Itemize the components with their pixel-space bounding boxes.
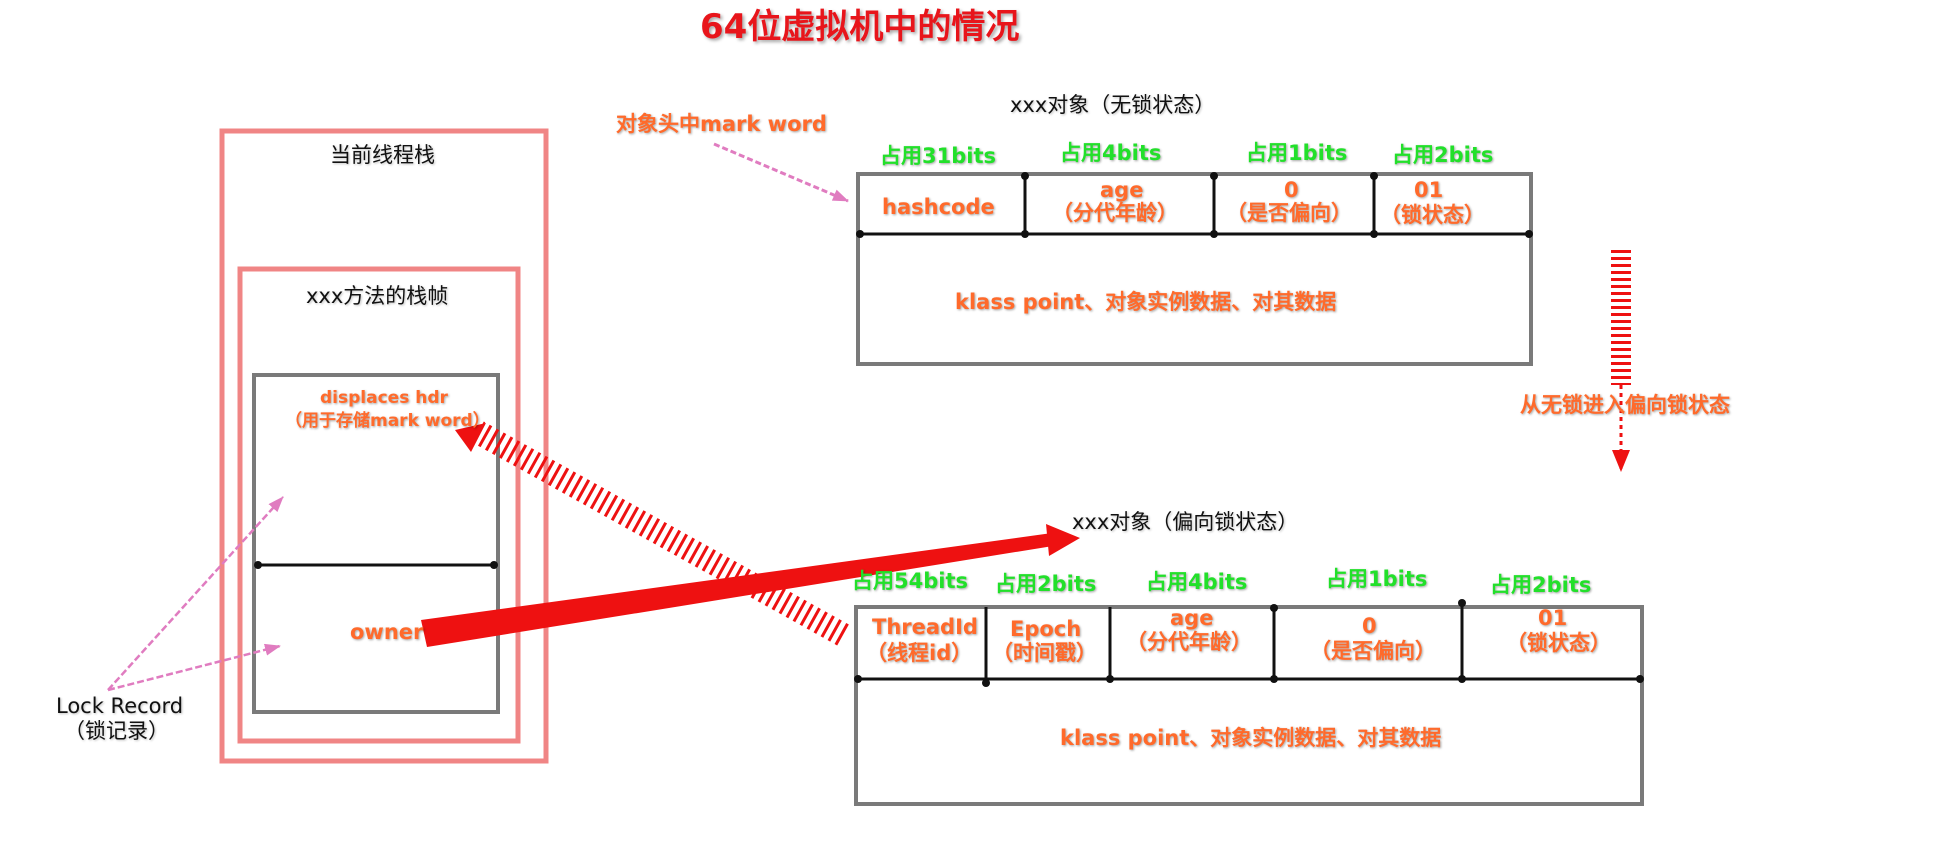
lock-record-arrow [107, 496, 284, 691]
field-dot [1210, 172, 1218, 180]
mark-word-pointer-label: 对象头中mark word [616, 112, 827, 136]
biased-size-threadid: 占用54bits [852, 569, 968, 593]
stack-frame-box [237, 266, 521, 744]
unlocked-size-age: 占用4bits [1060, 141, 1162, 165]
lock-record-note: （锁记录） [64, 719, 169, 743]
field-dot [854, 675, 862, 683]
field-dot [1370, 172, 1378, 180]
divider-dot [254, 561, 262, 569]
unlocked-size-hashcode: 占用31bits [880, 144, 996, 168]
biased-field-lock-note: （锁状态） [1506, 631, 1611, 655]
divider-dot [490, 561, 498, 569]
lock-record-box [252, 373, 500, 714]
field-dot [1370, 230, 1378, 238]
unlocked-object-box [856, 172, 1533, 366]
field-dot [982, 679, 990, 687]
field-dot [1106, 675, 1114, 683]
unlocked-field-biased-note: （是否偏向） [1226, 201, 1352, 225]
field-dot [1021, 172, 1029, 180]
unlocked-object-body: klass point、对象实例数据、对其数据 [955, 290, 1337, 314]
unlocked-field-lock-note: （锁状态） [1380, 203, 1485, 227]
biased-field-epoch: Epoch [1010, 617, 1082, 641]
thread-stack-label: 当前线程栈 [330, 143, 435, 167]
biased-size-epoch: 占用2bits [995, 572, 1097, 596]
unlocked-size-biased: 占用1bits [1246, 141, 1348, 165]
biased-field-age-note: （分代年龄） [1126, 630, 1252, 654]
biased-field-threadid-note: （线程id） [866, 641, 973, 665]
unlocked-size-lock: 占用2bits [1392, 143, 1494, 167]
mark-word-pointer-arrow [713, 142, 849, 203]
thread-stack-box [219, 128, 549, 764]
biased-size-lock: 占用2bits [1490, 573, 1592, 597]
biased-field-age: age [1170, 606, 1214, 630]
unlocked-field-age: age [1100, 178, 1144, 202]
field-dot [1636, 675, 1644, 683]
field-dot [856, 230, 864, 238]
biased-object-caption: xxx对象（偏向锁状态） [1072, 510, 1299, 534]
unlocked-field-lock: 01 [1414, 178, 1444, 202]
owner-label: owner [350, 620, 424, 644]
biased-field-lock: 01 [1538, 606, 1568, 630]
biased-field-threadid: ThreadId [872, 615, 978, 639]
displaced-header-label: displaces hdr [320, 388, 448, 408]
diagram-title: 64位虚拟机中的情况 [700, 7, 1020, 47]
biased-field-biased: 0 [1362, 614, 1377, 638]
field-dot [1021, 230, 1029, 238]
field-dot [1458, 675, 1466, 683]
unlocked-field-biased: 0 [1284, 178, 1299, 202]
stack-frame-label: xxx方法的栈帧 [306, 284, 449, 308]
displaced-header-arrow [472, 421, 849, 646]
lock-record-label: Lock Record [56, 694, 184, 718]
field-dot [1270, 675, 1278, 683]
biased-object-body: klass point、对象实例数据、对其数据 [1060, 726, 1442, 750]
field-dot [1458, 599, 1466, 607]
field-dot [1525, 230, 1533, 238]
biased-field-biased-note: （是否偏向） [1310, 639, 1436, 663]
owner-pointer-arrowhead [1046, 524, 1080, 556]
field-dot [1210, 230, 1218, 238]
biased-size-biased: 占用1bits [1326, 567, 1428, 591]
displaced-header-arrowhead [455, 423, 486, 452]
owner-pointer-arrow [421, 533, 1053, 647]
biased-field-epoch-note: （时间戳） [992, 641, 1097, 665]
field-dot [1270, 604, 1278, 612]
unlocked-object-caption: xxx对象（无锁状态） [1010, 93, 1216, 117]
biased-object-box [854, 605, 1644, 806]
unlocked-field-age-note: （分代年龄） [1052, 201, 1178, 225]
displaced-header-note: （用于存储mark word） [285, 411, 490, 431]
biased-size-age: 占用4bits [1146, 570, 1248, 594]
transition-label: 从无锁进入偏向锁状态 [1520, 393, 1730, 417]
unlocked-field-hashcode: hashcode [882, 195, 995, 219]
